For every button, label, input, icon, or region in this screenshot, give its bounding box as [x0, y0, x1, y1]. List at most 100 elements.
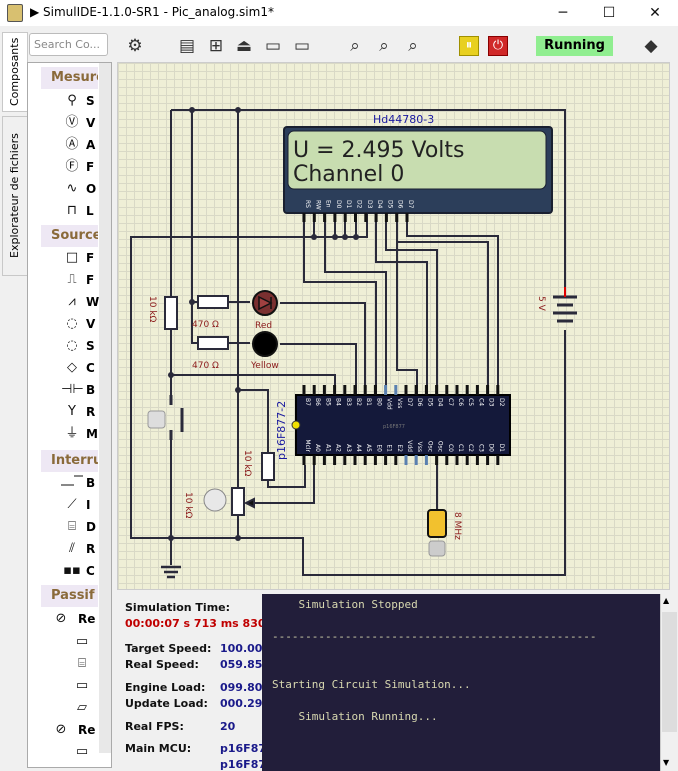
mcu-pin-label: B5 [324, 398, 331, 406]
tree-item[interactable]: S [86, 339, 95, 353]
ground-icon[interactable]: ⏚ [65, 426, 79, 441]
resistors-icon[interactable]: ⊘ [55, 611, 67, 626]
new-file-icon[interactable]: ⊞ [208, 36, 224, 56]
tree-item[interactable]: V [86, 317, 96, 331]
mcu-pin-label: E2 [396, 444, 403, 452]
tree-item[interactable]: I [86, 498, 91, 512]
title-bar: ▶ SimulIDE-1.1.0-SR1 - Pic_analog.sim1* … [0, 0, 678, 26]
push-button[interactable] [147, 410, 166, 429]
save-as-icon[interactable]: ▭ [293, 36, 311, 56]
zoom-fit-icon[interactable]: ⌕ [350, 36, 360, 56]
tree-item[interactable]: L [86, 204, 94, 218]
probe-icon[interactable]: ⚲ [67, 93, 77, 108]
mcu-body[interactable] [295, 394, 511, 456]
maximize-button[interactable]: ☐ [602, 5, 616, 21]
wave-gen-icon[interactable]: ⩘ [68, 294, 76, 309]
voltage-source-icon[interactable]: ◌ [66, 316, 78, 331]
category-interrupteurs[interactable]: ▼Interrupteurs [41, 450, 98, 472]
battery-icon[interactable]: ⊣⊢ [61, 382, 83, 397]
tree-item[interactable]: O [86, 182, 97, 196]
stop-icon[interactable]: ⏻ [488, 36, 508, 56]
resistor-icon[interactable]: ▭ [75, 634, 89, 649]
scroll-up-icon[interactable]: ▲ [663, 596, 670, 605]
console-scrollbar[interactable]: ▲ ▼ [660, 594, 678, 771]
resistor-470-yellow[interactable] [197, 336, 229, 350]
logic-analyzer-icon[interactable]: ⊓ [66, 203, 78, 218]
crystal-button[interactable] [428, 540, 446, 557]
resistor-10k-mclr[interactable] [261, 452, 275, 481]
frequency-meter-icon[interactable]: Ⓕ [65, 159, 79, 174]
resistor-470-red[interactable] [197, 295, 229, 309]
potentiometer[interactable] [231, 487, 245, 516]
tree-item[interactable]: Re [78, 612, 96, 626]
tree-item[interactable]: F [86, 251, 95, 265]
scroll-down-icon[interactable]: ▼ [663, 758, 670, 767]
close-button[interactable]: ✕ [649, 5, 661, 21]
output-console[interactable]: Simulation Stopped ---------------------… [262, 594, 660, 771]
update-load-value: 000.29 [220, 697, 262, 710]
rail-icon[interactable]: Y [68, 404, 76, 419]
clock-icon[interactable]: ⎍ [67, 272, 77, 287]
tree-item[interactable]: B [86, 383, 96, 397]
pause-icon[interactable]: ⏸ [459, 36, 479, 56]
tab-file-explorer[interactable]: Explorateur de fichiers [2, 116, 28, 276]
battery[interactable] [553, 295, 577, 323]
lcd-display[interactable] [283, 126, 553, 214]
info-icon[interactable]: ◆ [644, 36, 658, 56]
tree-item[interactable]: A [86, 138, 96, 152]
tree-item[interactable]: F [86, 160, 95, 174]
resistor-10k[interactable] [164, 296, 178, 330]
mcu-pin-label: B1 [365, 398, 372, 406]
relay-icon[interactable]: ⫽ [69, 541, 75, 556]
category-sources[interactable]: ▼Sources [41, 225, 98, 247]
save-icon[interactable]: ▭ [264, 36, 282, 56]
ldr-icon[interactable]: ▭ [75, 744, 89, 759]
circuit-list-icon[interactable]: ▤ [178, 36, 196, 56]
tree-item[interactable]: B [86, 476, 96, 490]
tree-item[interactable]: W [86, 295, 100, 309]
settings-icon[interactable]: ⚙ [127, 36, 143, 56]
crystal[interactable] [427, 509, 447, 538]
search-input[interactable]: Search Co... [29, 33, 108, 56]
mcu-pin-label: Osc [437, 441, 444, 452]
scroll-thumb[interactable] [662, 612, 677, 732]
fixed-voltage-icon[interactable]: □ [65, 250, 79, 265]
resistive-sensors-icon[interactable]: ⊘ [55, 722, 67, 737]
open-file-icon[interactable]: ⏏ [235, 36, 253, 56]
tree-item[interactable]: C [86, 564, 95, 578]
zoom-selection-icon[interactable]: ⌕ [379, 36, 389, 56]
tree-item[interactable]: M [86, 427, 98, 441]
variable-resistor-icon[interactable]: ▱ [77, 700, 87, 715]
push-icon[interactable]: ⎼⎺ [61, 475, 83, 490]
category-passif[interactable]: ▼Passif [41, 585, 98, 607]
tree-scrollbar[interactable] [99, 63, 111, 753]
tree-item[interactable]: S [86, 94, 95, 108]
ammeter-icon[interactable]: Ⓐ [65, 137, 79, 152]
oscilloscope-icon[interactable]: ∿ [66, 181, 78, 196]
lcd-pin-label: D2 [356, 200, 363, 209]
switch-icon[interactable]: ⟋ [67, 497, 77, 512]
pot-knob[interactable] [203, 488, 227, 512]
tree-item[interactable]: Re [78, 723, 96, 737]
led-yellow[interactable] [252, 331, 278, 357]
category-mesure[interactable]: ▼Mesure [41, 67, 98, 89]
controlled-source-icon[interactable]: ◇ [67, 360, 77, 375]
keypad-icon[interactable]: ▪▪ [63, 563, 81, 578]
zoom-one-icon[interactable]: ⌕ [408, 36, 418, 56]
tree-item[interactable]: C [86, 361, 95, 375]
tab-composants[interactable]: Composants [2, 32, 28, 112]
tree-item[interactable]: D [86, 520, 96, 534]
tree-item[interactable]: F [86, 273, 95, 287]
resistor-array-icon[interactable]: ⌸ [78, 656, 86, 671]
dip-switch-icon[interactable]: ⌸ [68, 519, 76, 534]
potentiometer-icon[interactable]: ▭ [75, 678, 89, 693]
tree-item[interactable]: R [86, 542, 96, 556]
tree-item[interactable]: R [86, 405, 96, 419]
minimize-button[interactable]: ─ [558, 5, 568, 21]
current-source-icon[interactable]: ◌ [66, 338, 78, 353]
voltmeter-icon[interactable]: Ⓥ [65, 115, 79, 130]
tree-item[interactable]: V [86, 116, 96, 130]
category-label: Sources [51, 228, 98, 243]
